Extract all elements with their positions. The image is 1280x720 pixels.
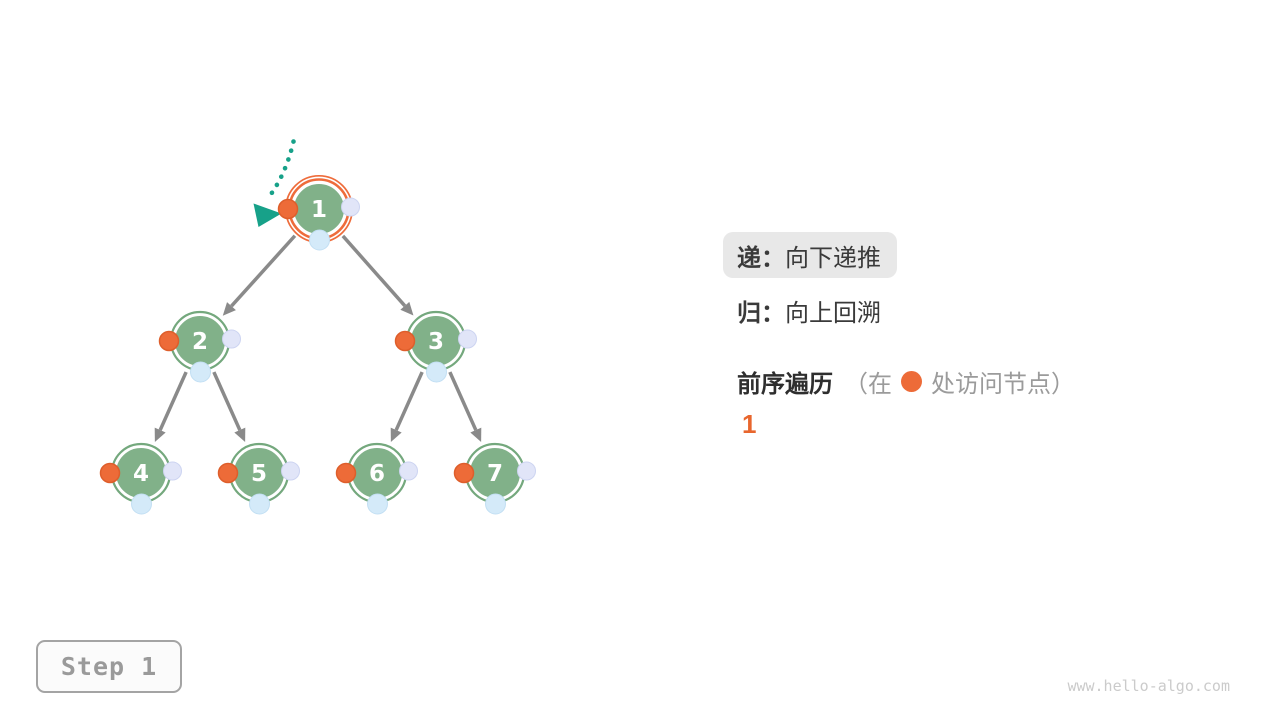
visited-sequence: 1 [742,409,757,439]
right-dot-icon [341,197,360,217]
legend-recurse-line: 递：向下递推 [723,232,897,278]
tree-node-value: 3 [428,329,444,355]
tree-node-value: 5 [251,461,267,487]
visit-dot-icon [901,371,922,392]
tree-node-value: 1 [311,197,327,223]
visit-dot-icon [453,462,475,484]
right-dot-icon [222,329,241,349]
tree-node-value: 6 [369,461,385,487]
traversal-note-before: （在 [844,371,892,398]
legend-return-text: 向上回溯 [785,300,881,327]
bottom-dot-icon [131,493,152,515]
visit-dot-icon [277,198,299,220]
bottom-dot-icon [309,229,330,251]
tree-edge-arrowhead [470,427,482,442]
legend-recurse-text: 向下递推 [785,244,881,272]
tree-node-value: 7 [487,461,503,487]
traversal-title: 前序遍历 [737,371,833,398]
tree-edge-arrowhead [222,302,236,316]
legend-recurse-prefix: 递： [737,244,785,272]
legend-return-line: 归：向上回溯 [737,293,881,328]
visit-dot-icon [99,462,121,484]
bottom-dot-icon [485,493,506,515]
visit-dot-icon [335,462,357,484]
legend-traversal-line: 前序遍历 （在 处访问节点） [737,364,1075,399]
right-dot-icon [517,461,536,481]
bottom-dot-icon [249,493,270,515]
right-dot-icon [281,461,300,481]
visit-dot-icon [217,462,239,484]
tree-edge-arrowhead [154,427,166,442]
tree-edge [394,371,424,431]
bottom-dot-icon [367,493,388,515]
tree-edge [158,371,188,431]
legend-return-prefix: 归： [737,300,785,327]
bottom-dot-icon [190,361,211,383]
tree-node-value: 4 [133,461,149,487]
tree-edge [341,234,407,307]
right-dot-icon [163,461,182,481]
right-dot-icon [458,329,477,349]
bottom-dot-icon [426,361,447,383]
visit-dot-icon [394,330,416,352]
tree-node-value: 2 [192,329,208,355]
tree-edge [230,234,297,308]
traversal-note-after: 处访问节点） [931,371,1075,398]
tree-edge [448,371,478,431]
visit-dot-icon [158,330,180,352]
right-dot-icon [399,461,418,481]
binary-tree-canvas: 1 2 3 4 5 6 7 [99,139,536,515]
pointer-arrowhead-icon [253,203,282,227]
step-badge: Step 1 [36,640,182,693]
tree-edge-arrowhead [234,427,246,442]
tree-edge-arrowhead [400,301,414,316]
tree-edge-arrowhead [390,427,402,442]
watermark: www.hello-algo.com [1067,677,1230,695]
tree-edge [212,371,242,431]
pointer-dotted-line [264,139,296,202]
